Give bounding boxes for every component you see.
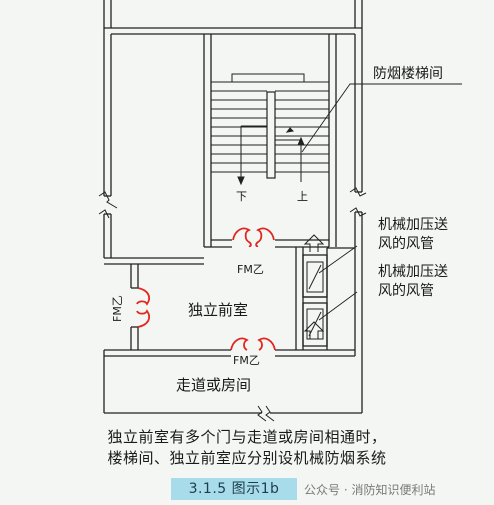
caption-line-1: 独立前室有多个门与走道或房间相通时， — [107, 428, 387, 446]
corridor-label: 走道或房间 — [176, 376, 251, 394]
anteroom-label: 独立前室 — [188, 301, 248, 319]
up-label: 上 — [297, 190, 308, 203]
duct-outlet-arrows — [303, 234, 325, 339]
figure-label: 3.1.5 图示1b — [171, 478, 297, 500]
down-label: 下 — [236, 190, 247, 203]
caption-line-2: 楼梯间、独立前室应分别设机械防烟系统 — [107, 449, 387, 467]
stair-handrail — [266, 91, 276, 179]
stairwell-label: 防烟楼梯间 — [373, 66, 443, 82]
door-left-side — [136, 287, 151, 306]
duct-bottom-label-line2: 风的风管 — [378, 283, 434, 299]
stair-landing-edge — [231, 73, 305, 83]
leader-lines — [301, 83, 462, 321]
break-marks — [98, 187, 367, 422]
pressurization-ducts — [306, 261, 324, 340]
fire-doors — [136, 227, 276, 351]
door-right-label: FM乙 — [237, 263, 264, 276]
door-right-top — [232, 227, 252, 248]
door-bottom — [230, 337, 249, 351]
stair-treads — [211, 81, 329, 173]
duct-top-label-line1: 机械加压送 — [378, 217, 448, 233]
walls — [103, 0, 363, 414]
stair-direction-arrows — [237, 125, 305, 186]
watermark: 公众号 · 消防知识便利站 — [304, 483, 436, 497]
duct-top-label-line2: 风的风管 — [378, 236, 434, 252]
door-left-label: FM乙 — [111, 295, 124, 322]
duct-bottom-label-line1: 机械加压送 — [378, 264, 448, 280]
door-bottom-label: FM乙 — [233, 354, 260, 367]
